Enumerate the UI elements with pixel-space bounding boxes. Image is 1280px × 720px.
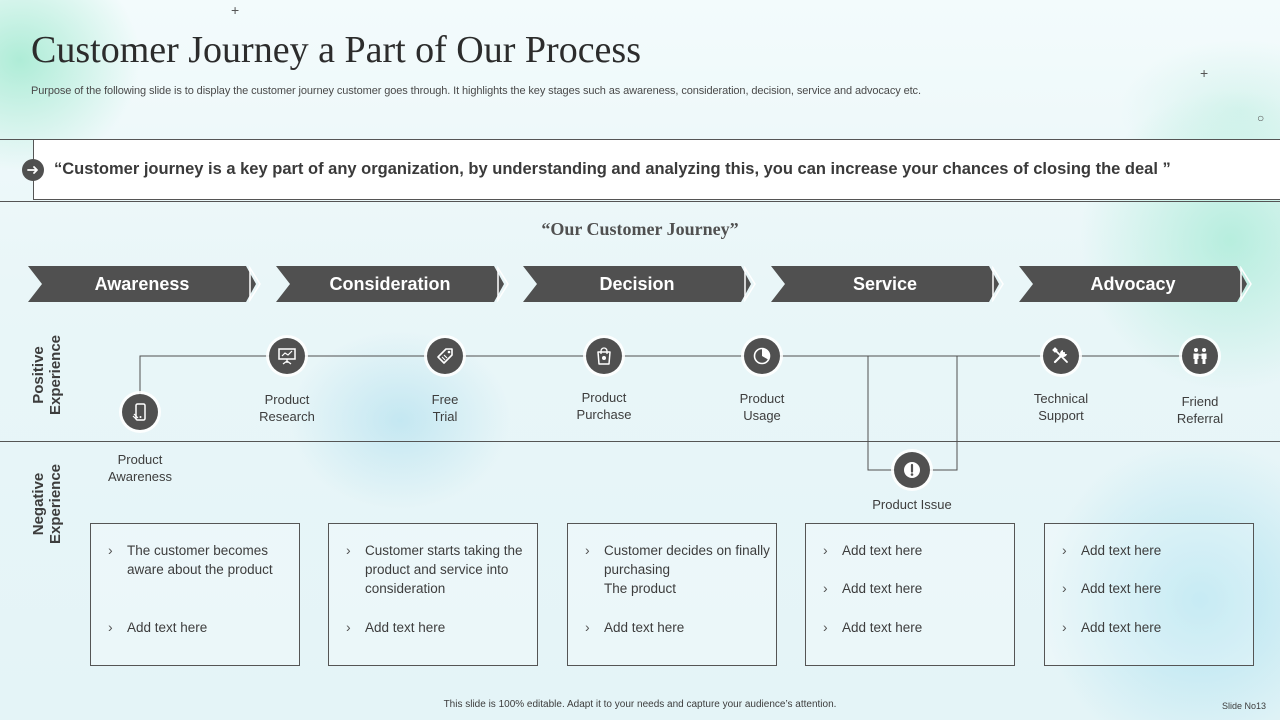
stage-detail-box-advocacy: Add text hereAdd text hereAdd text here [1044, 523, 1254, 666]
arrow-right-icon [22, 159, 44, 181]
quote-box [33, 139, 1280, 200]
exclamation-icon [894, 452, 930, 488]
experience-divider [0, 441, 1280, 442]
decorative-plus: + [1200, 65, 1209, 81]
stage-decision: Decision [523, 266, 759, 302]
stage-label: Advocacy [1090, 274, 1176, 294]
bullet-item: Add text here [108, 618, 293, 637]
stage-detail-box-service: Add text hereAdd text hereAdd text here [805, 523, 1015, 666]
footer-note: This slide is 100% editable. Adapt it to… [443, 699, 837, 710]
journey-title: “Our Customer Journey” [541, 219, 739, 239]
touchpoint-label: Product Issue [872, 497, 952, 512]
stage-label: Awareness [94, 274, 190, 294]
presentation-board-icon [269, 338, 305, 374]
bullet-item: Add text here [823, 541, 1008, 560]
bullet-item: Add text here [346, 618, 531, 637]
stage-awareness: Awareness [28, 266, 264, 302]
stage-consideration: Consideration [276, 266, 512, 302]
decorative-plus: + [231, 2, 240, 18]
bullet-item: Customer starts taking the product and s… [346, 541, 531, 598]
slide-number: Slide No13 [1221, 701, 1266, 711]
stage-detail-box-decision: Customer decides on finally purchasing T… [567, 523, 777, 666]
bullet-item: Customer decides on finally purchasing T… [585, 541, 770, 598]
bullet-item: Add text here [823, 579, 1008, 598]
stage-label: Decision [599, 274, 675, 294]
page-subtitle: Purpose of the following slide is to dis… [31, 85, 921, 97]
stage-detail-box-awareness: The customer becomes aware about the pro… [90, 523, 300, 666]
bullet-item: Add text here [585, 618, 770, 637]
shopping-bag-icon [586, 338, 622, 374]
bullet-item: Add text here [823, 618, 1008, 637]
page-title: Customer Journey a Part of Our Process [31, 29, 642, 71]
decorative-circle: ○ [1257, 111, 1265, 125]
bullet-item: Add text here [1062, 541, 1247, 560]
stage-label: Consideration [329, 274, 451, 294]
stage-service: Service [771, 266, 1007, 302]
stage-advocacy: Advocacy [1019, 266, 1255, 302]
pie-chart-icon [744, 338, 780, 374]
quote-text: “Customer journey is a key part of any o… [54, 160, 1171, 178]
stage-detail-box-consideration: Customer starts taking the product and s… [328, 523, 538, 666]
bullet-item: Add text here [1062, 618, 1247, 637]
stage-label: Service [852, 274, 918, 294]
mobile-phone-icon [122, 394, 158, 430]
people-icon [1182, 338, 1218, 374]
bullet-item: Add text here [1062, 579, 1247, 598]
price-tag-icon [427, 338, 463, 374]
tools-icon [1043, 338, 1079, 374]
bullet-item: The customer becomes aware about the pro… [108, 541, 293, 579]
